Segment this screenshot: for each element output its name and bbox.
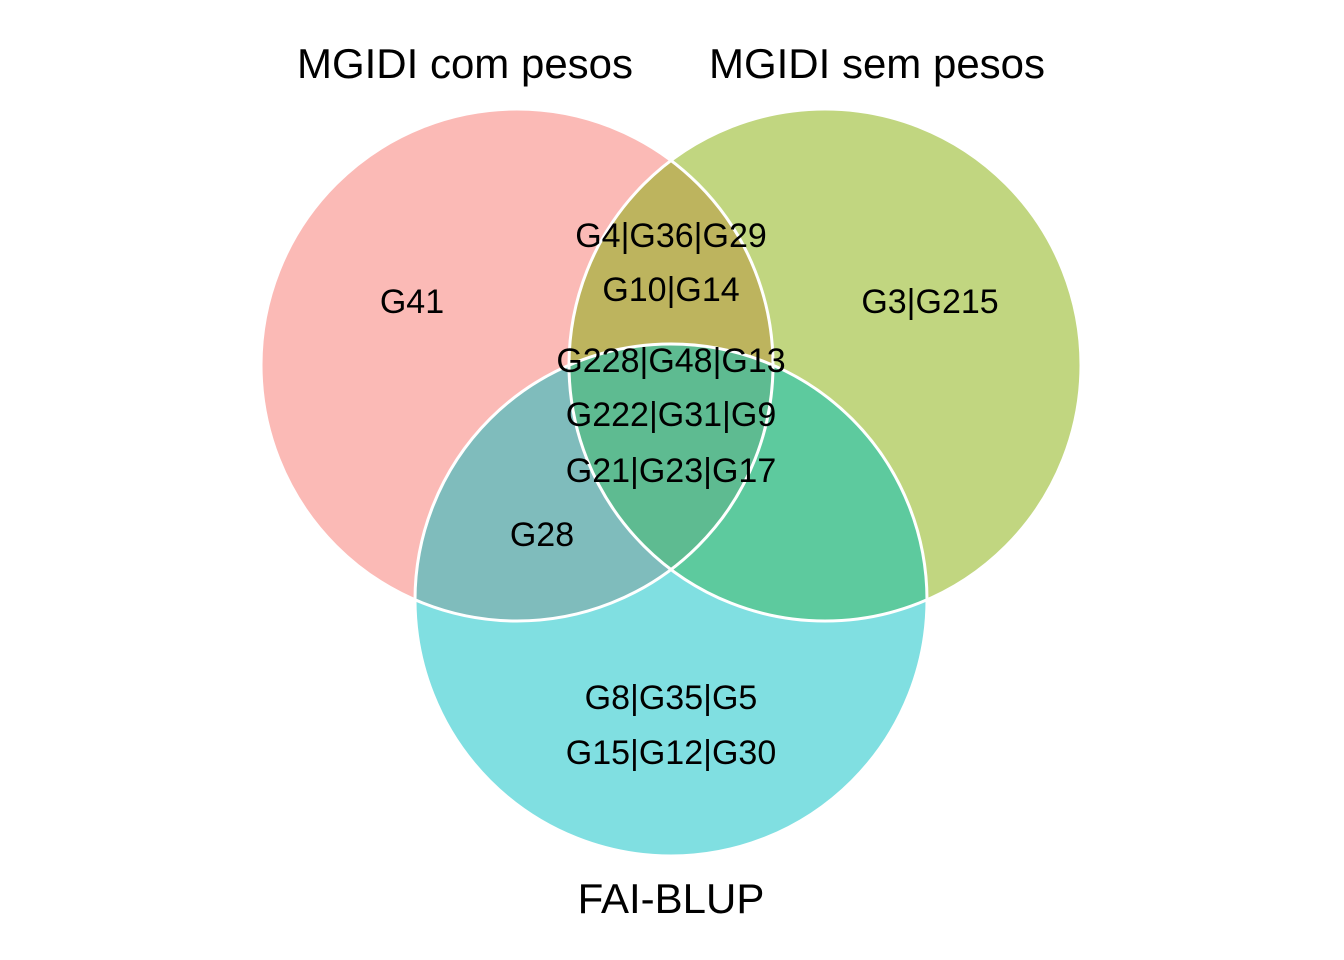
set-c-outline bbox=[413, 342, 929, 858]
region-only-b-label: G3|G215 bbox=[861, 283, 998, 321]
region-a-b-label-1: G4|G36|G29 bbox=[575, 217, 767, 255]
circle-outlines bbox=[259, 107, 1083, 858]
region-a-b-c-label-1: G228|G48|G13 bbox=[556, 342, 785, 380]
region-only-c-label-1: G8|G35|G5 bbox=[585, 679, 758, 717]
set-title-a: MGIDI com pesos bbox=[297, 40, 633, 87]
region-a-c-label: G28 bbox=[510, 516, 574, 554]
region-only-a-label: G41 bbox=[380, 283, 444, 321]
region-a-b-label-2: G10|G14 bbox=[602, 271, 739, 309]
region-only-c-label-2: G15|G12|G30 bbox=[566, 734, 776, 772]
set-title-b: MGIDI sem pesos bbox=[709, 40, 1045, 87]
region-a-b-c-label-2: G222|G31|G9 bbox=[566, 396, 776, 434]
set-title-c: FAI-BLUP bbox=[578, 875, 765, 922]
region-a-b-c-label-3: G21|G23|G17 bbox=[566, 452, 776, 490]
